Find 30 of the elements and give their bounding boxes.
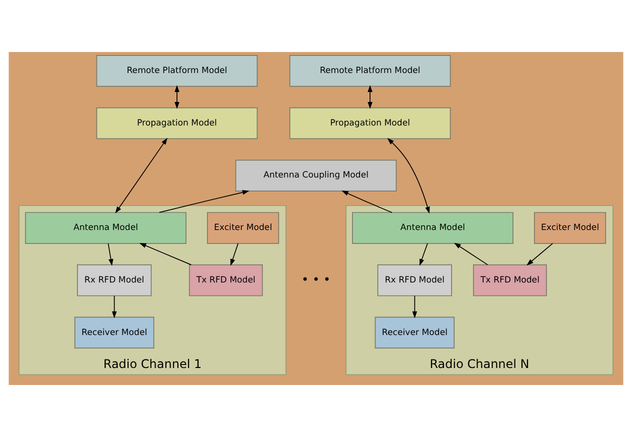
arrow: [368, 84, 372, 108]
arrow: [230, 242, 239, 266]
node-box: Tx RFD Model: [188, 264, 263, 296]
node-box: Antenna Model: [25, 212, 186, 244]
arrow: [174, 84, 180, 108]
arrow: [412, 294, 418, 318]
label: • • •: [302, 272, 330, 286]
node-box: Antenna Coupling Model: [235, 159, 397, 191]
arrow: [108, 242, 114, 266]
node-box: Propagation Model: [96, 106, 258, 139]
node-box: Receiver Model: [374, 316, 455, 348]
node-box: Exciter Model: [207, 212, 280, 244]
node-box: Receiver Model: [74, 316, 154, 348]
node-box: Exciter Model: [534, 212, 606, 244]
node-box: Rx RFD Model: [377, 264, 452, 296]
node-box: Tx RFD Model: [473, 264, 547, 296]
arrow: [420, 242, 428, 266]
arrow: [139, 242, 192, 265]
arrow: [454, 242, 488, 265]
arrow: [342, 190, 392, 212]
node-box: Rx RFD Model: [76, 264, 152, 296]
node-box: Propagation Model: [289, 106, 451, 139]
node-box: Antenna Model: [352, 212, 514, 244]
arrow: [526, 242, 554, 265]
arrow: [112, 294, 117, 318]
node-box: Remote Platform Model: [96, 54, 258, 86]
node-box: Remote Platform Model: [289, 54, 451, 86]
arrow: [387, 138, 430, 214]
arrow: [158, 190, 250, 212]
arrow: [115, 137, 168, 213]
